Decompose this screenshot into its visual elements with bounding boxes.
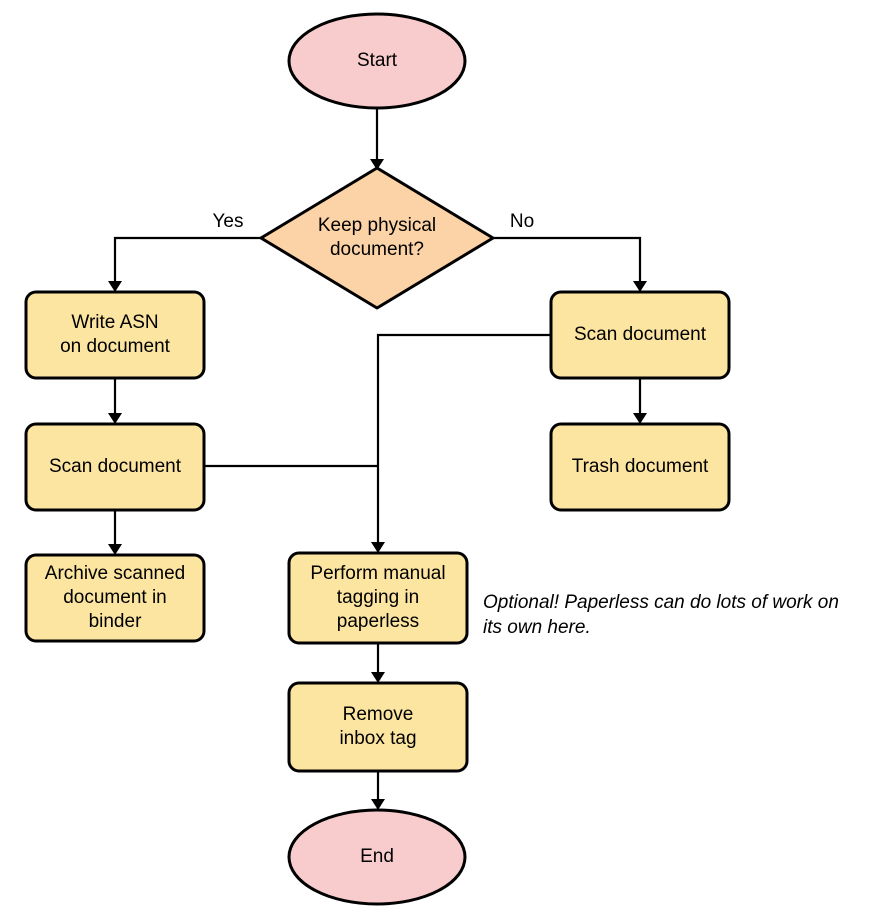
node-trash-document[interactable]: Trash document: [549, 422, 731, 512]
edge-decision-yes-to-write-asn: Yes: [108, 211, 261, 292]
edge-arrowhead: [371, 799, 385, 810]
process-shape: [549, 422, 731, 512]
node-label: inbox tag: [339, 728, 416, 749]
edge-arrowhead: [371, 542, 385, 553]
process-shape: [24, 422, 206, 512]
node-label: Scan document: [49, 456, 182, 477]
node-label: Remove: [343, 704, 414, 725]
edge-arrowhead: [633, 413, 647, 424]
edge-arrowhead: [370, 159, 384, 170]
node-label: End: [360, 846, 394, 867]
edge-label-decision-yes-to-write-asn: Yes: [213, 211, 244, 232]
edge-decision-no-to-scan-document-right: No: [493, 211, 647, 292]
annotation-line: its own here.: [483, 617, 591, 638]
edge-write-asn-to-scan-document-left: [108, 378, 122, 424]
node-label: document in: [63, 587, 167, 608]
node-end[interactable]: End: [287, 808, 467, 906]
edge-arrowhead: [108, 281, 122, 292]
edge-scan-document-right-to-manual-tagging: [371, 333, 551, 553]
annotations-layer: Optional! Paperless can do lots of work …: [483, 592, 839, 638]
edge-scan-document-right-to-trash: [633, 378, 647, 424]
terminator-shape: [287, 808, 467, 906]
edge-path: [113, 236, 261, 285]
node-write-asn-on-document[interactable]: Write ASN on document: [24, 290, 206, 380]
edge-manual-tagging-to-remove-inbox-tag: [371, 643, 385, 683]
node-label: paperless: [337, 611, 419, 632]
edge-label-decision-no-to-scan-document-right: No: [510, 211, 534, 232]
edge-arrowhead: [108, 413, 122, 424]
edge-arrowhead: [633, 281, 647, 292]
edge-path: [493, 236, 642, 285]
edge-start-to-decision: [370, 108, 384, 170]
node-label: document?: [330, 239, 424, 260]
node-scan-document-right[interactable]: Scan document: [549, 290, 731, 380]
process-shape: [287, 681, 469, 773]
node-label: on document: [60, 336, 171, 357]
node-archive-scanned-document-in-binder[interactable]: Archive scanned document in binder: [24, 553, 206, 643]
node-start[interactable]: Start: [287, 12, 467, 110]
node-perform-manual-tagging-in-paperless[interactable]: Perform manual tagging in paperless: [287, 551, 469, 645]
edge-path: [376, 333, 551, 546]
process-shape: [24, 290, 206, 380]
node-label: Perform manual: [310, 563, 445, 584]
node-label: Keep physical: [318, 215, 436, 236]
node-scan-document-left[interactable]: Scan document: [24, 422, 206, 512]
terminator-shape: [287, 12, 467, 110]
annotation-optional-note: Optional! Paperless can do lots of work …: [483, 592, 839, 638]
edge-remove-inbox-tag-to-end: [371, 771, 385, 810]
node-label: Trash document: [572, 456, 709, 477]
node-remove-inbox-tag[interactable]: Remove inbox tag: [287, 681, 469, 773]
annotation-line: Optional! Paperless can do lots of work …: [483, 592, 839, 613]
node-label: tagging in: [337, 587, 419, 608]
process-shape: [287, 551, 469, 645]
edge-arrowhead: [371, 672, 385, 683]
node-label: Write ASN: [71, 312, 158, 333]
edge-arrowhead: [108, 544, 122, 555]
process-shape: [549, 290, 731, 380]
node-label: Archive scanned: [45, 563, 185, 584]
decision-shape: [259, 166, 495, 310]
process-shape: [24, 553, 206, 643]
node-label: Start: [357, 50, 398, 71]
node-label: Scan document: [574, 324, 707, 345]
node-keep-physical-document[interactable]: Keep physical document?: [259, 166, 495, 310]
node-label: binder: [89, 611, 142, 632]
edge-scan-document-left-to-archive: [108, 510, 122, 555]
edges-layer: Yes No: [108, 108, 647, 810]
